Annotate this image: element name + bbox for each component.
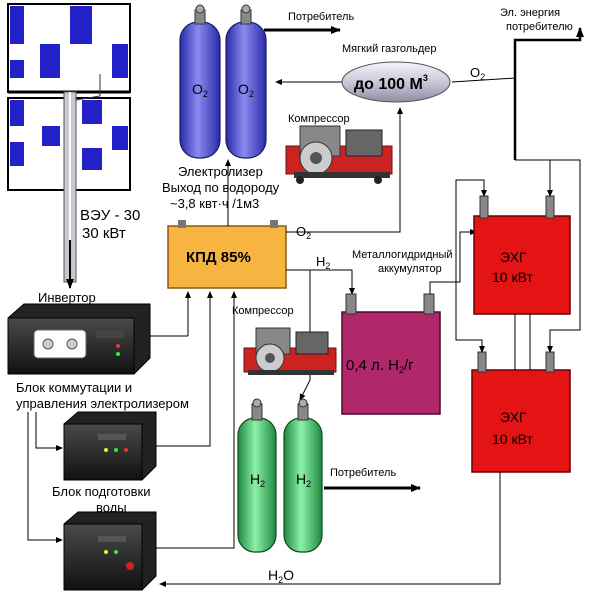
ehg-unit-2 [471,351,571,473]
water-prep-block [63,511,157,591]
el-energy-label-1: Эл. энергия [500,7,560,19]
electrolyzer-efficiency: КПД 85% [186,249,251,266]
ehg-unit-1 [473,195,571,315]
ehg1-title: ЭХГ [500,249,527,265]
o2-right-label: O2 [470,65,485,82]
metal-hydride-label-2: аккумулятор [378,263,442,275]
h2-cylinders [237,398,323,553]
compressor-bottom-label: Компрессор [232,305,294,317]
switch-control-block [63,411,157,481]
h2-cylinder-a-label: H2 [250,471,265,489]
el-energy-label-2: потребителю [506,21,573,33]
water-block-label-2: воды [96,500,127,515]
switch-block-label-2: управления электролизером [16,396,189,411]
ehg1-power: 10 кВт [492,269,533,285]
compressor-bottom-machine [243,327,337,375]
ehg2-power: 10 кВт [492,431,533,447]
wind-turbine [7,3,131,289]
gasholder-volume: до 100 М3 [354,73,428,93]
inverter-label: Инвертор [38,290,96,305]
h2-mid-label: H2 [316,254,330,271]
veu-label-2: 30 кВт [82,225,126,242]
o2-cylinder-a-label: O2 [192,81,208,99]
battery-capacity: 0,4 л. H2/г [346,357,414,375]
electrolyzer-title: Электролизер [178,164,263,179]
compressor-top-machine [285,125,393,184]
consumer-top-label: Потребитель [288,11,354,23]
consumer-bottom-label: Потребитель [330,467,396,479]
h2o-label: H2O [268,567,294,585]
o2-cylinders [179,4,267,159]
inverter-unit [7,303,151,375]
electrolyzer [167,220,287,289]
switch-block-label-1: Блок коммутации и [16,380,132,395]
h2-cylinder-b-label: H2 [296,471,311,489]
water-block-label-1: Блок подготовки [52,484,151,499]
compressor-top-label: Компрессор [288,113,350,125]
ehg2-title: ЭХГ [500,409,527,425]
electrolyzer-line2: Выход по водороду [162,180,280,195]
metal-hydride-label-1: Металлогидридный [352,249,453,261]
o2-cylinder-b-label: O2 [238,81,254,99]
veu-label-1: ВЭУ - 30 [80,207,140,224]
o2-mid-label: O2 [296,224,311,241]
gasholder-title: Мягкий газгольдер [342,43,437,55]
metal-hydride-accumulator [341,293,441,415]
electrolyzer-line3: ~3,8 квт·ч /1м3 [170,196,259,211]
